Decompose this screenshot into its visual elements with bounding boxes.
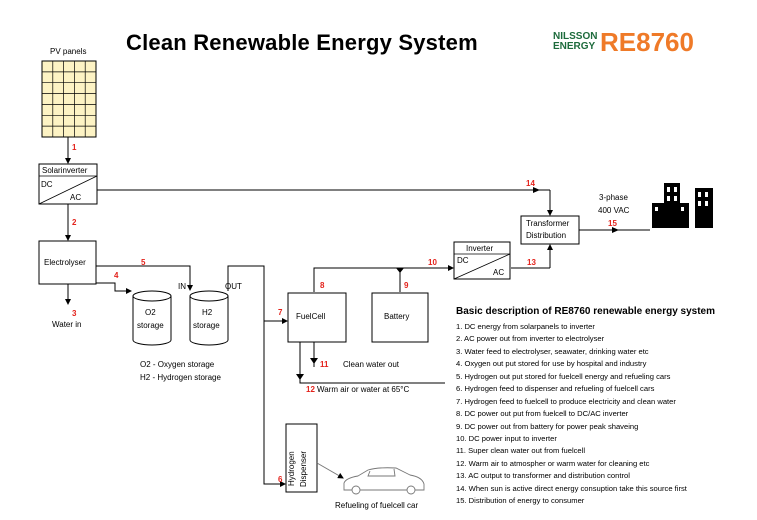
pv-panels-label: PV panels <box>50 47 87 56</box>
h2-storage-tank <box>189 290 229 346</box>
description-item: 4. Oxygen out put stored for use by hosp… <box>456 359 647 369</box>
step-number-12: 12 <box>306 385 315 394</box>
description-item: 6. Hydrogen feed to dispenser and refuel… <box>456 384 655 394</box>
description-item: 5. Hydrogen out put stored for fuelcell … <box>456 371 671 381</box>
o2-label: O2 <box>145 308 156 317</box>
connector-arrowheads <box>296 187 619 380</box>
step-number-5: 5 <box>141 258 146 267</box>
battery-label: Battery <box>384 312 410 321</box>
solarinverter-dc-label: DC <box>41 180 53 189</box>
description-title: Basic description of RE8760 renewable en… <box>456 306 715 317</box>
solar-inverter <box>38 163 98 205</box>
description-item: 3. Water feed to electrolyser, seawater,… <box>456 346 649 356</box>
description-item: 7. Hydrogen feed to fuelcell to produce … <box>456 396 676 406</box>
dispenser-label: Dispenser <box>299 450 308 487</box>
step-number-9: 9 <box>404 281 409 290</box>
logo-brand: NILSSON ENERGY <box>553 31 598 52</box>
h2-storage-label: storage <box>193 321 220 330</box>
inverter-box <box>453 241 511 280</box>
description-item: 8. DC power out put from fuelcell to DC/… <box>456 409 629 419</box>
description-item: 9. DC power out from battery for power p… <box>456 421 639 431</box>
description-panel: Basic description of RE8760 renewable en… <box>456 306 756 508</box>
refueling-label: Refueling of fuelcell car <box>335 501 419 510</box>
city-buildings-icon <box>652 183 713 228</box>
three-phase-label: 3-phase <box>599 193 628 202</box>
step-number-3: 3 <box>72 309 77 318</box>
water-in-label: Water in <box>52 320 82 329</box>
hydrogen-dispenser-box <box>285 423 318 493</box>
step-number-13: 13 <box>527 258 536 267</box>
step-number-10: 10 <box>428 258 437 267</box>
step-number-2: 2 <box>72 218 77 227</box>
out-label: OUT <box>225 282 242 291</box>
transformer-box <box>520 215 580 245</box>
description-item: 1. DC energy from solarpanels to inverte… <box>456 322 595 331</box>
logo-model: RE8760 <box>600 27 694 57</box>
distribution-label: Distribution <box>526 231 567 240</box>
o2-legend: O2 - Oxygen storage <box>140 360 215 369</box>
connections <box>65 137 650 487</box>
pv-panel <box>41 60 97 138</box>
description-item: 13. AC output to transformer and distrib… <box>456 471 630 481</box>
description-item: 10. DC power input to inverter <box>456 433 557 443</box>
in-label: IN <box>178 282 186 291</box>
solarinverter-ac-label: AC <box>70 193 82 202</box>
clean-water-out-label: Clean water out <box>343 360 400 369</box>
inverter-dc-label: DC <box>457 256 469 265</box>
description-item: 11. Super clean water out from fuelcell <box>456 446 586 456</box>
o2-storage-label: storage <box>137 321 164 330</box>
o2-storage-tank <box>132 290 172 346</box>
electrolyser-label: Electrolyser <box>44 258 86 267</box>
battery-box <box>371 292 429 343</box>
step-number-4: 4 <box>114 271 119 280</box>
transformer-label: Transformer <box>526 219 570 228</box>
inverter-ac-label: AC <box>493 268 505 277</box>
step-number-14: 14 <box>526 179 535 188</box>
step-number-8: 8 <box>320 281 325 290</box>
page-title: Clean Renewable Energy System <box>126 30 478 55</box>
description-item: 2. AC power out from inverter to electro… <box>456 334 605 344</box>
description-item: 14. When sun is active direct energy con… <box>456 483 687 493</box>
voltage-label: 400 VAC <box>598 206 630 215</box>
electrolyser-box <box>38 240 97 285</box>
step-number-7: 7 <box>278 308 283 317</box>
description-item: 12. Warm air to atmospher or warm water … <box>456 458 650 468</box>
hydrogen-label: Hydrogen <box>287 451 296 486</box>
car-icon <box>343 467 425 495</box>
fuelcell-box <box>287 292 347 343</box>
step-number-6: 6 <box>278 475 283 484</box>
fuelcell-label: FuelCell <box>296 312 326 321</box>
description-item: 15. Distribution of energy to consumer <box>456 496 585 506</box>
step-number-11: 11 <box>320 360 329 369</box>
solarinverter-label: Solarinverter <box>42 166 88 175</box>
step-number-1: 1 <box>72 143 77 152</box>
inverter-label: Inverter <box>466 244 494 253</box>
description-list: 1. DC energy from solarpanels to inverte… <box>456 321 756 508</box>
h2-legend: H2 - Hydrogen storage <box>140 373 221 382</box>
h2-label: H2 <box>202 308 213 317</box>
step-number-15: 15 <box>608 219 617 228</box>
warm-air-label: Warm air or water at 65°C <box>317 385 410 394</box>
